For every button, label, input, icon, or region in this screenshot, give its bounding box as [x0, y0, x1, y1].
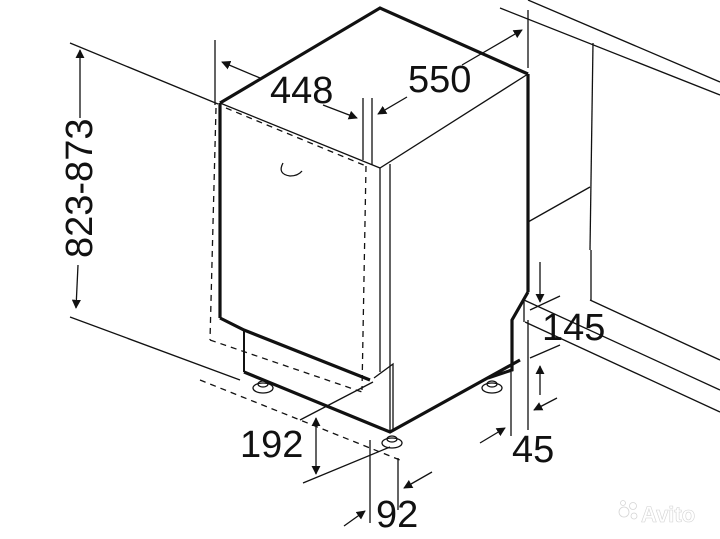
- dishwasher-body: [218, 6, 720, 434]
- countertop-outline: [499, 0, 720, 361]
- height-label: 823-873: [59, 119, 101, 258]
- watermark-label: Avito: [641, 502, 695, 527]
- plinth-depth-label: 45: [512, 429, 554, 471]
- depth-label: 550: [408, 59, 471, 101]
- avito-watermark: Avito: [618, 500, 695, 527]
- width-dimension: 448: [214, 40, 364, 160]
- foot-offset-label: 92: [376, 494, 418, 536]
- foot-offset-dimension: 92: [343, 440, 433, 536]
- plinth-dimensions: 145 45: [479, 262, 605, 471]
- installation-niche-outline: [199, 107, 401, 461]
- adjustable-feet: [252, 380, 503, 449]
- depth-dimension: 550: [371, 10, 529, 165]
- width-label: 448: [270, 70, 333, 112]
- foot-height-label: 192: [240, 424, 303, 466]
- plinth-height-label: 145: [542, 307, 605, 349]
- height-dimension: 823-873: [59, 42, 241, 381]
- foot-height-dimension: 192: [240, 381, 391, 484]
